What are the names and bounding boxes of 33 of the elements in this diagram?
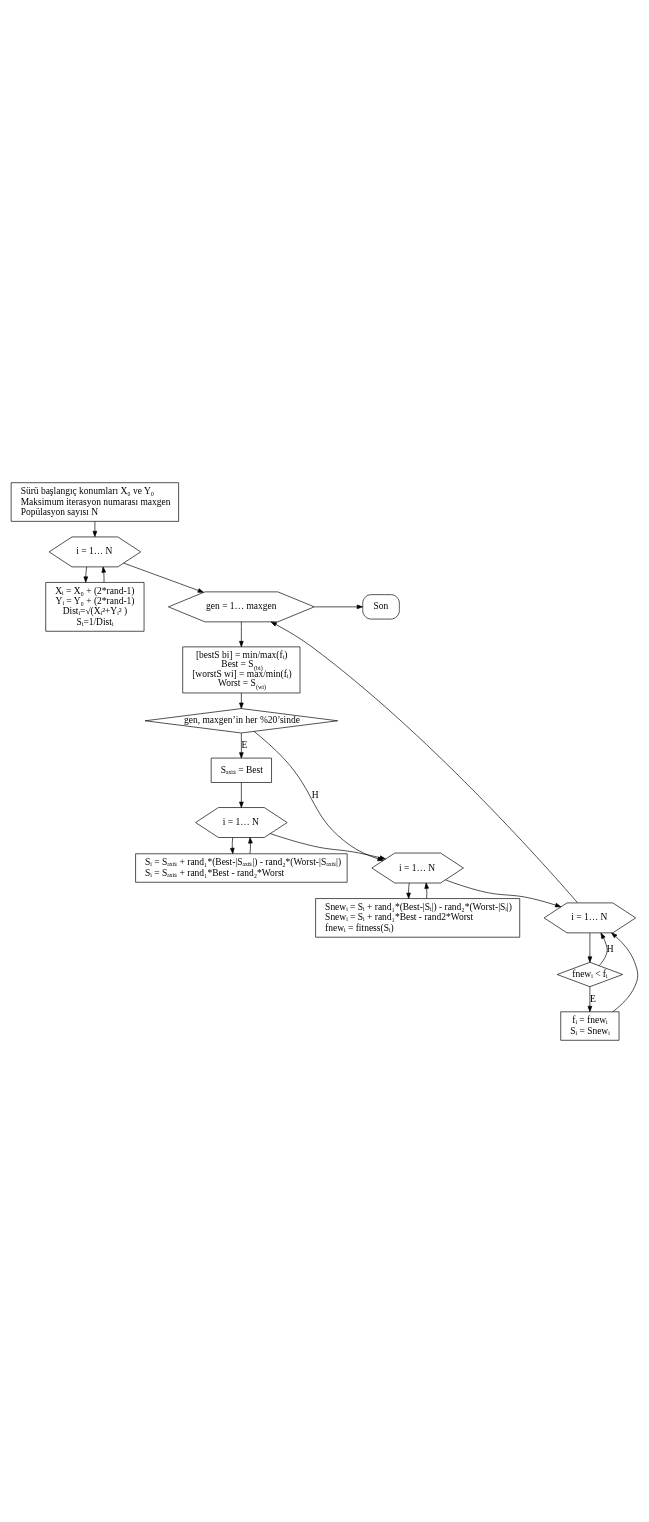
edge-label: E [590,993,596,1004]
arrow [92,520,98,537]
edge-label: H [311,789,319,800]
node-box: Xᵢ = X₀ + (2*rand-1) Yᵢ = Y₀ + (2*rand-1) Distᵢ=√(Xᵢ²+Yᵢ² ) Sᵢ=1/Distᵢ [45,581,145,632]
arrow [424,882,429,899]
arrow [239,621,244,647]
edge-label: H [606,943,614,954]
arrow [101,566,106,583]
edge-label: E [241,739,248,750]
arrow [406,882,411,899]
arrow [587,932,593,963]
arrow [270,621,578,903]
arrow [445,879,562,907]
arrow [248,836,253,854]
arrow [611,932,639,1012]
node-box: Sürü başlangıç konumları X₀ ve Y₀ Maksimum iterasyon numarası maxgen Popülasyon sayısı N [10,481,179,522]
arrow [239,692,244,709]
arrow [239,732,244,758]
node-box: [bestS bi] = min/max(fᵢ) Best = S$_{(bi)}$ [worstS wi] = max/min(fᵢ) Worst = S$_{(wi)}$ [182,646,301,693]
arrow [230,836,235,854]
node-diamond: fnewᵢ < fᵢ [556,961,623,987]
node-box: Snewᵢ = Sᵢ + rand₁*(Best-|Sᵢ|) - rand₂*(Worst-|Sᵢ|) Snewᵢ = Sᵢ + rand₁*Best - rand2*Worst fnewᵢ = fitness(Sᵢ) [315,897,521,938]
arrow [239,781,244,808]
node-diamond: gen, maxgen’in her %20’sinde [144,707,338,733]
node-box: Sₐₓᵢₛ = Best [210,757,272,783]
arrow [587,986,593,1012]
arrow [314,604,363,609]
arrow [83,566,89,583]
node-box: fᵢ = fnewᵢ Sᵢ = Snewᵢ [560,1010,620,1041]
arrow [123,562,204,593]
node-box: Son [362,593,400,619]
arrow [598,932,608,966]
node-box: Sᵢ = Sₐₓᵢₛ + rand₁*(Best-|Sₐₓᵢₛ|) - rand₂*(Worst-|Sₐₓᵢₛ|) Sᵢ = Sₐₓᵢₛ + rand₁*Best - rand₂*Worst [135,852,348,883]
